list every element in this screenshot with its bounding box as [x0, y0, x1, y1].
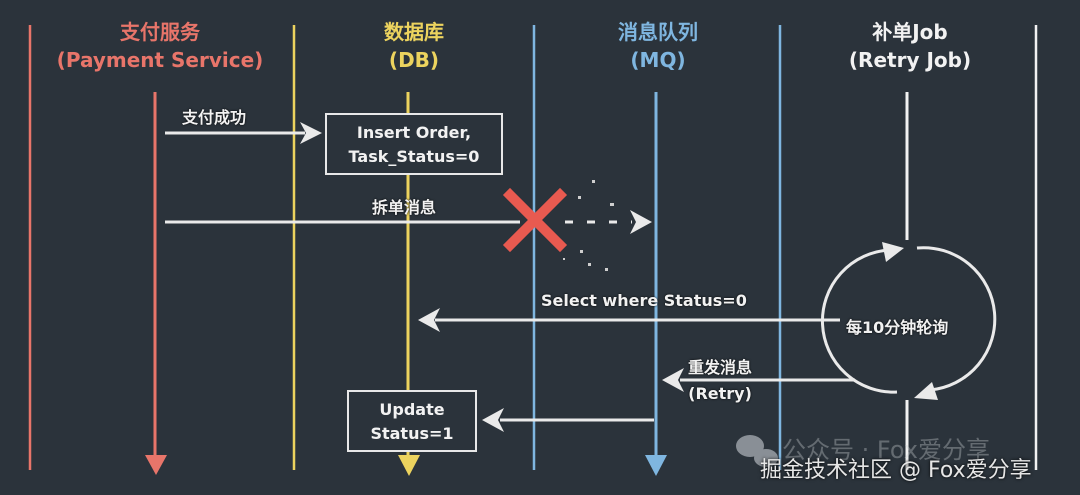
box-update-status: Update Status=1 — [347, 390, 477, 452]
wechat-icon — [736, 435, 778, 467]
label-resend-line2: (Retry) — [688, 384, 752, 403]
box-update-line2: Status=1 — [370, 424, 454, 443]
label-polling: 每10分钟轮询 — [846, 318, 949, 337]
box-insert-line1: Insert Order, — [356, 123, 472, 142]
header-job-subtitle: (Retry Job) — [848, 48, 972, 72]
label-select-query: Select where Status=0 — [541, 291, 747, 310]
arrow-split-head — [630, 210, 652, 234]
arrow-pay-success-head — [300, 122, 322, 144]
header-retry-job: 补单Job (Retry Job) — [849, 18, 971, 74]
arrow-select-head — [418, 308, 440, 332]
header-mq: 消息队列 (MQ) — [618, 18, 698, 74]
header-payment-service: 支付服务 (Payment Service) — [57, 18, 264, 74]
header-payment-title: 支付服务 — [119, 20, 200, 44]
arrow-update-head — [482, 408, 504, 432]
lifeline-db-arrowhead — [398, 455, 420, 476]
header-job-title: 补单Job — [872, 20, 948, 44]
header-db-title: 数据库 — [384, 20, 444, 44]
label-split-message: 拆单消息 — [372, 198, 437, 217]
watermark-faded: 公众号 · Fox爱分享 — [782, 436, 990, 464]
polling-arrow-top — [882, 242, 904, 262]
header-payment-subtitle: (Payment Service) — [56, 48, 264, 72]
fail-cross-icon — [502, 187, 568, 253]
polling-cycle-arc-left — [820, 248, 898, 394]
box-update-line1: Update — [379, 400, 445, 419]
header-db-subtitle: (DB) — [388, 48, 440, 72]
watermark-main: 掘金技术社区 @ Fox爱分享 — [760, 458, 1032, 483]
box-insert-line2: Task_Status=0 — [348, 147, 480, 166]
lifeline-mq-arrowhead — [645, 455, 667, 476]
label-pay-success: 支付成功 — [182, 108, 247, 127]
header-mq-subtitle: (MQ) — [630, 48, 686, 72]
label-resend-line1: 重发消息 — [688, 358, 753, 377]
polling-cycle-arc-right — [916, 246, 997, 392]
header-mq-title: 消息队列 — [618, 20, 698, 44]
debris-dots — [563, 180, 614, 271]
lifeline-payment-arrowhead — [145, 455, 167, 475]
box-insert-order: Insert Order, Task_Status=0 — [325, 113, 503, 175]
polling-arrow-bottom — [914, 382, 938, 400]
arrow-resend-head — [662, 368, 684, 392]
label-resend: 重发消息 (Retry) — [688, 355, 752, 407]
header-db: 数据库 (DB) — [384, 18, 444, 74]
